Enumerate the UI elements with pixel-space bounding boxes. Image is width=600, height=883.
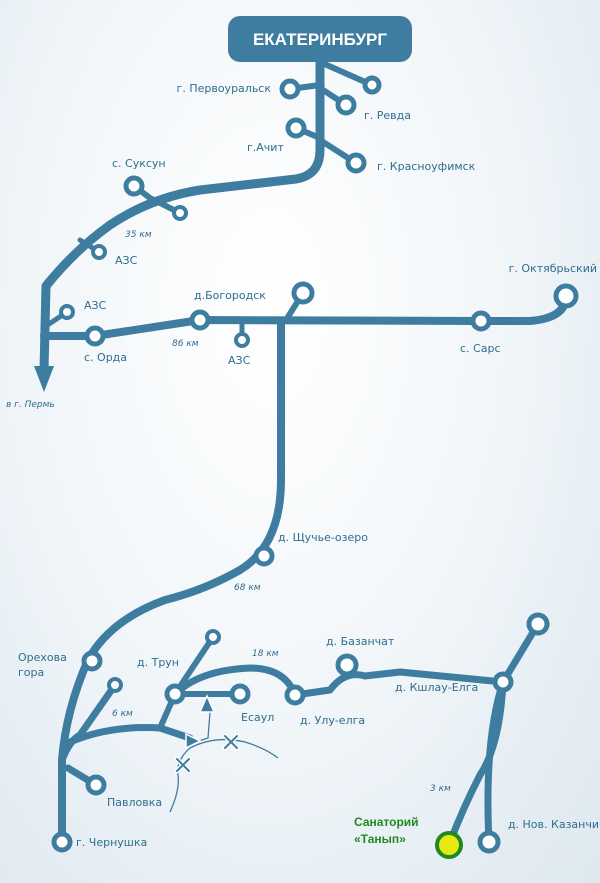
road-south (58, 318, 285, 840)
node-schuchye[interactable] (253, 545, 275, 567)
distance-35: 35 км (125, 230, 152, 240)
node-azs1[interactable] (91, 244, 107, 260)
label-suksun: с. Суксун (112, 157, 166, 170)
river (169, 694, 279, 813)
label-oktyabrsky: г. Октябрьский (509, 262, 597, 275)
label-chernushka: г. Чернушка (76, 836, 147, 849)
node-sars[interactable] (470, 310, 492, 332)
label-esaul: Есаул (241, 711, 274, 724)
node-azs2[interactable] (59, 304, 75, 320)
label-tanyp-1: Санаторий (354, 815, 419, 829)
node-bazanchat[interactable] (335, 653, 359, 677)
node-kshlau-north[interactable] (526, 612, 550, 636)
label-kshlau: д. Кшлау-Елга (395, 681, 478, 694)
node-kshlau[interactable] (492, 671, 514, 693)
road-ulu-elga (171, 620, 542, 699)
label-schuchye: д. Щучье-озеро (278, 531, 368, 544)
label-orda: с. Орда (84, 351, 127, 364)
node-achit[interactable] (285, 117, 307, 139)
road-trun (66, 724, 194, 746)
distance-18: 18 км (252, 649, 279, 659)
node-tanyp-destination[interactable] (435, 831, 463, 859)
node-chernushka[interactable] (51, 831, 73, 853)
road-tanyp (445, 678, 507, 849)
node-pavlovka[interactable] (85, 774, 107, 796)
node-bogorodsk-north[interactable] (291, 281, 315, 305)
node-suksun-side[interactable] (172, 205, 188, 221)
node-ulu-elga[interactable] (284, 684, 306, 706)
distance-68: 68 км (234, 583, 261, 593)
distance-3: 3 км (430, 784, 451, 794)
node-bogorodsk[interactable] (189, 309, 211, 331)
node-revda[interactable] (335, 94, 357, 116)
node-orda[interactable] (84, 325, 106, 347)
cross-2-icon (174, 756, 192, 774)
distance-6: 6 км (112, 709, 133, 719)
label-orekhova-1: Орехова (18, 651, 67, 664)
node-revda-end[interactable] (362, 75, 382, 95)
node-pervouralsk[interactable] (279, 78, 301, 100)
label-azs2: АЗС (84, 299, 107, 312)
road-nov-kazanchi (484, 678, 507, 846)
label-sars: с. Сарс (460, 342, 501, 355)
title-box[interactable]: ЕКАТЕРИНБУРГ (228, 16, 412, 62)
node-trun-top[interactable] (205, 629, 221, 645)
node-west[interactable] (107, 677, 123, 693)
node-krasnoufimsk[interactable] (345, 152, 367, 174)
label-azs3: АЗС (228, 354, 251, 367)
label-pavlovka: Павловка (107, 796, 162, 809)
label-pervouralsk: г. Первоуральск (177, 82, 272, 95)
node-orekhova[interactable] (81, 650, 103, 672)
label-azs1: АЗС (115, 254, 138, 267)
label-trun: д. Трун (137, 656, 179, 669)
label-achit: г.Ачит (247, 141, 284, 154)
label-revda: г. Ревда (364, 109, 411, 122)
label-bogorodsk: д.Богородск (194, 289, 266, 302)
label-krasnoufimsk: г. Красноуфимск (377, 160, 476, 173)
ferry-arrow-icon (198, 694, 216, 713)
label-perm: в г. Пермь (6, 400, 55, 410)
label-bazanchat: д. Базанчат (326, 635, 395, 648)
labels: г. Первоуральск г. Ревда г.Ачит г. Красн… (6, 82, 599, 849)
river-line (169, 738, 279, 813)
road-main-trunk (39, 53, 325, 375)
arrow-to-perm-icon (34, 366, 54, 392)
node-esaul[interactable] (229, 683, 251, 705)
cross-1-icon (222, 733, 240, 751)
river-arrow-icon (185, 732, 202, 750)
node-nov-kazanchi[interactable] (477, 830, 501, 854)
node-trun[interactable] (164, 683, 186, 705)
node-oktyabrsky[interactable] (553, 283, 579, 309)
nodes (51, 75, 579, 859)
label-nov-kazanchi: д. Нов. Казанчи (508, 818, 599, 831)
node-suksun[interactable] (123, 175, 145, 197)
label-ulu-elga: д. Улу-елга (300, 714, 365, 727)
title-ekaterinburg: ЕКАТЕРИНБУРГ (253, 30, 387, 49)
node-azs3[interactable] (234, 332, 250, 348)
label-tanyp-2: «Танып» (354, 832, 406, 846)
label-orekhova-2: гора (18, 666, 44, 679)
distance-86: 86 км (172, 339, 199, 349)
